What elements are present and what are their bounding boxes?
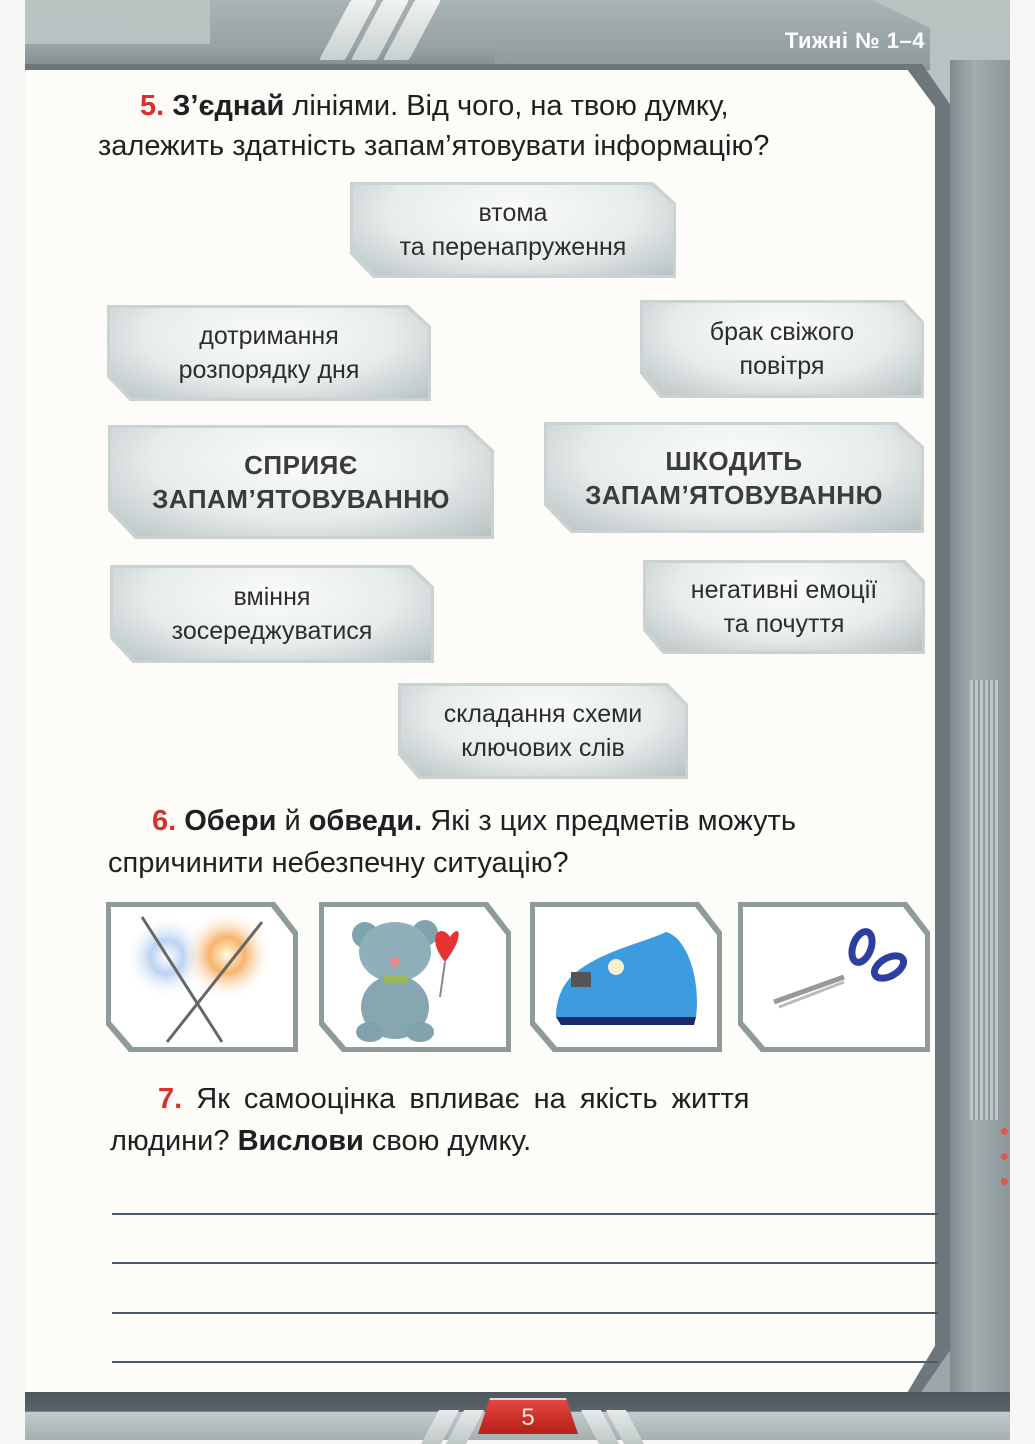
task6-verb1: Обери — [184, 805, 277, 837]
task5-text-line2: залежить здатність запам’ятовувати інфор… — [98, 130, 770, 162]
side-dot — [1001, 1128, 1008, 1135]
option-text: дотримання — [199, 322, 339, 350]
option-text: негативні емоції — [690, 576, 878, 604]
task5-number: 5. — [140, 90, 165, 122]
picture-teddy-bear[interactable] — [319, 902, 511, 1052]
task7-line2: людини? Вислови свою думку. — [110, 1120, 910, 1162]
side-dot — [1001, 1178, 1008, 1185]
option-text: зосереджуватися — [171, 617, 373, 645]
answer-line[interactable] — [112, 1361, 938, 1363]
option-text: розпорядку дня — [178, 356, 360, 384]
iron-icon — [556, 932, 697, 1025]
sparklers-icon — [125, 910, 272, 1043]
page-number: 5 — [478, 1398, 578, 1434]
option-text: вміння — [233, 583, 311, 611]
task7-heading: 7. Як самооцінка впливає на якість життя — [158, 1078, 938, 1120]
teddy-bear-icon — [352, 920, 459, 1042]
task7-number: 7. — [158, 1083, 183, 1115]
task6-text-line1: Які з цих предметів можуть — [422, 805, 797, 837]
answer-line[interactable] — [112, 1213, 938, 1215]
task6-number: 6. — [152, 805, 177, 837]
header-stripes — [319, 0, 445, 62]
option-text: ключових слів — [461, 734, 625, 762]
scissors-icon — [773, 928, 908, 1009]
option-text: та перенапруження — [399, 233, 627, 261]
answer-line[interactable] — [112, 1262, 938, 1264]
category-box-harms-memory[interactable]: ШКОДИТЬ ЗАПАМ’ЯТОВУВАННЮ — [544, 422, 924, 533]
option-text: брак свіжого — [709, 318, 855, 346]
task6-verb2: обведи. — [308, 805, 423, 837]
task7-text-line1: Як самооцінка впливає на якість життя — [182, 1083, 750, 1115]
category-text: СПРИЯЄ — [244, 450, 358, 480]
picture-iron[interactable] — [530, 902, 722, 1052]
task7-verb: Вислови — [237, 1125, 364, 1157]
option-box-daily-routine[interactable]: дотримання розпорядку дня — [107, 305, 431, 401]
side-grill — [970, 680, 1000, 1120]
option-box-concentration[interactable]: вміння зосереджуватися — [110, 565, 434, 663]
option-box-fresh-air[interactable]: брак свіжого повітря — [640, 300, 924, 398]
option-text: та почуття — [723, 610, 845, 638]
option-box-fatigue[interactable]: втома та перенапруження — [350, 182, 676, 278]
category-text: ЗАПАМ’ЯТОВУВАННЮ — [152, 484, 450, 514]
task5-heading: 5. З’єднай лініями. Від чого, на твою ду… — [140, 85, 920, 127]
category-text: ШКОДИТЬ — [665, 445, 803, 476]
picture-scissors[interactable] — [738, 902, 930, 1052]
option-text: складання схеми — [443, 700, 643, 728]
picture-sparklers[interactable] — [106, 902, 298, 1052]
option-text: повітря — [739, 352, 825, 380]
category-box-helps-memory[interactable]: СПРИЯЄ ЗАПАМ’ЯТОВУВАННЮ — [108, 425, 494, 539]
task5-verb: З’єднай — [172, 90, 285, 122]
task6-text-line2: спричинити небезпечну ситуацію? — [108, 847, 569, 879]
option-box-negative-emotions[interactable]: негативні емоції та почуття — [643, 560, 925, 654]
week-label: Тижні № 1–4 — [784, 28, 925, 53]
task5-text-line1: лініями. Від чого, на твою думку, — [284, 90, 729, 122]
side-dot — [1001, 1153, 1008, 1160]
option-text: втома — [478, 199, 548, 227]
answer-line[interactable] — [112, 1312, 938, 1314]
task6-heading: 6. Обери й обведи. Які з цих предметів м… — [152, 800, 942, 842]
option-box-keyword-scheme[interactable]: складання схеми ключових слів — [398, 683, 688, 779]
task7-text-a: людини? — [110, 1125, 238, 1157]
category-text: ЗАПАМ’ЯТОВУВАННЮ — [585, 479, 883, 510]
task7-text-b: свою думку. — [363, 1125, 532, 1157]
task6-conj: й — [276, 805, 309, 837]
